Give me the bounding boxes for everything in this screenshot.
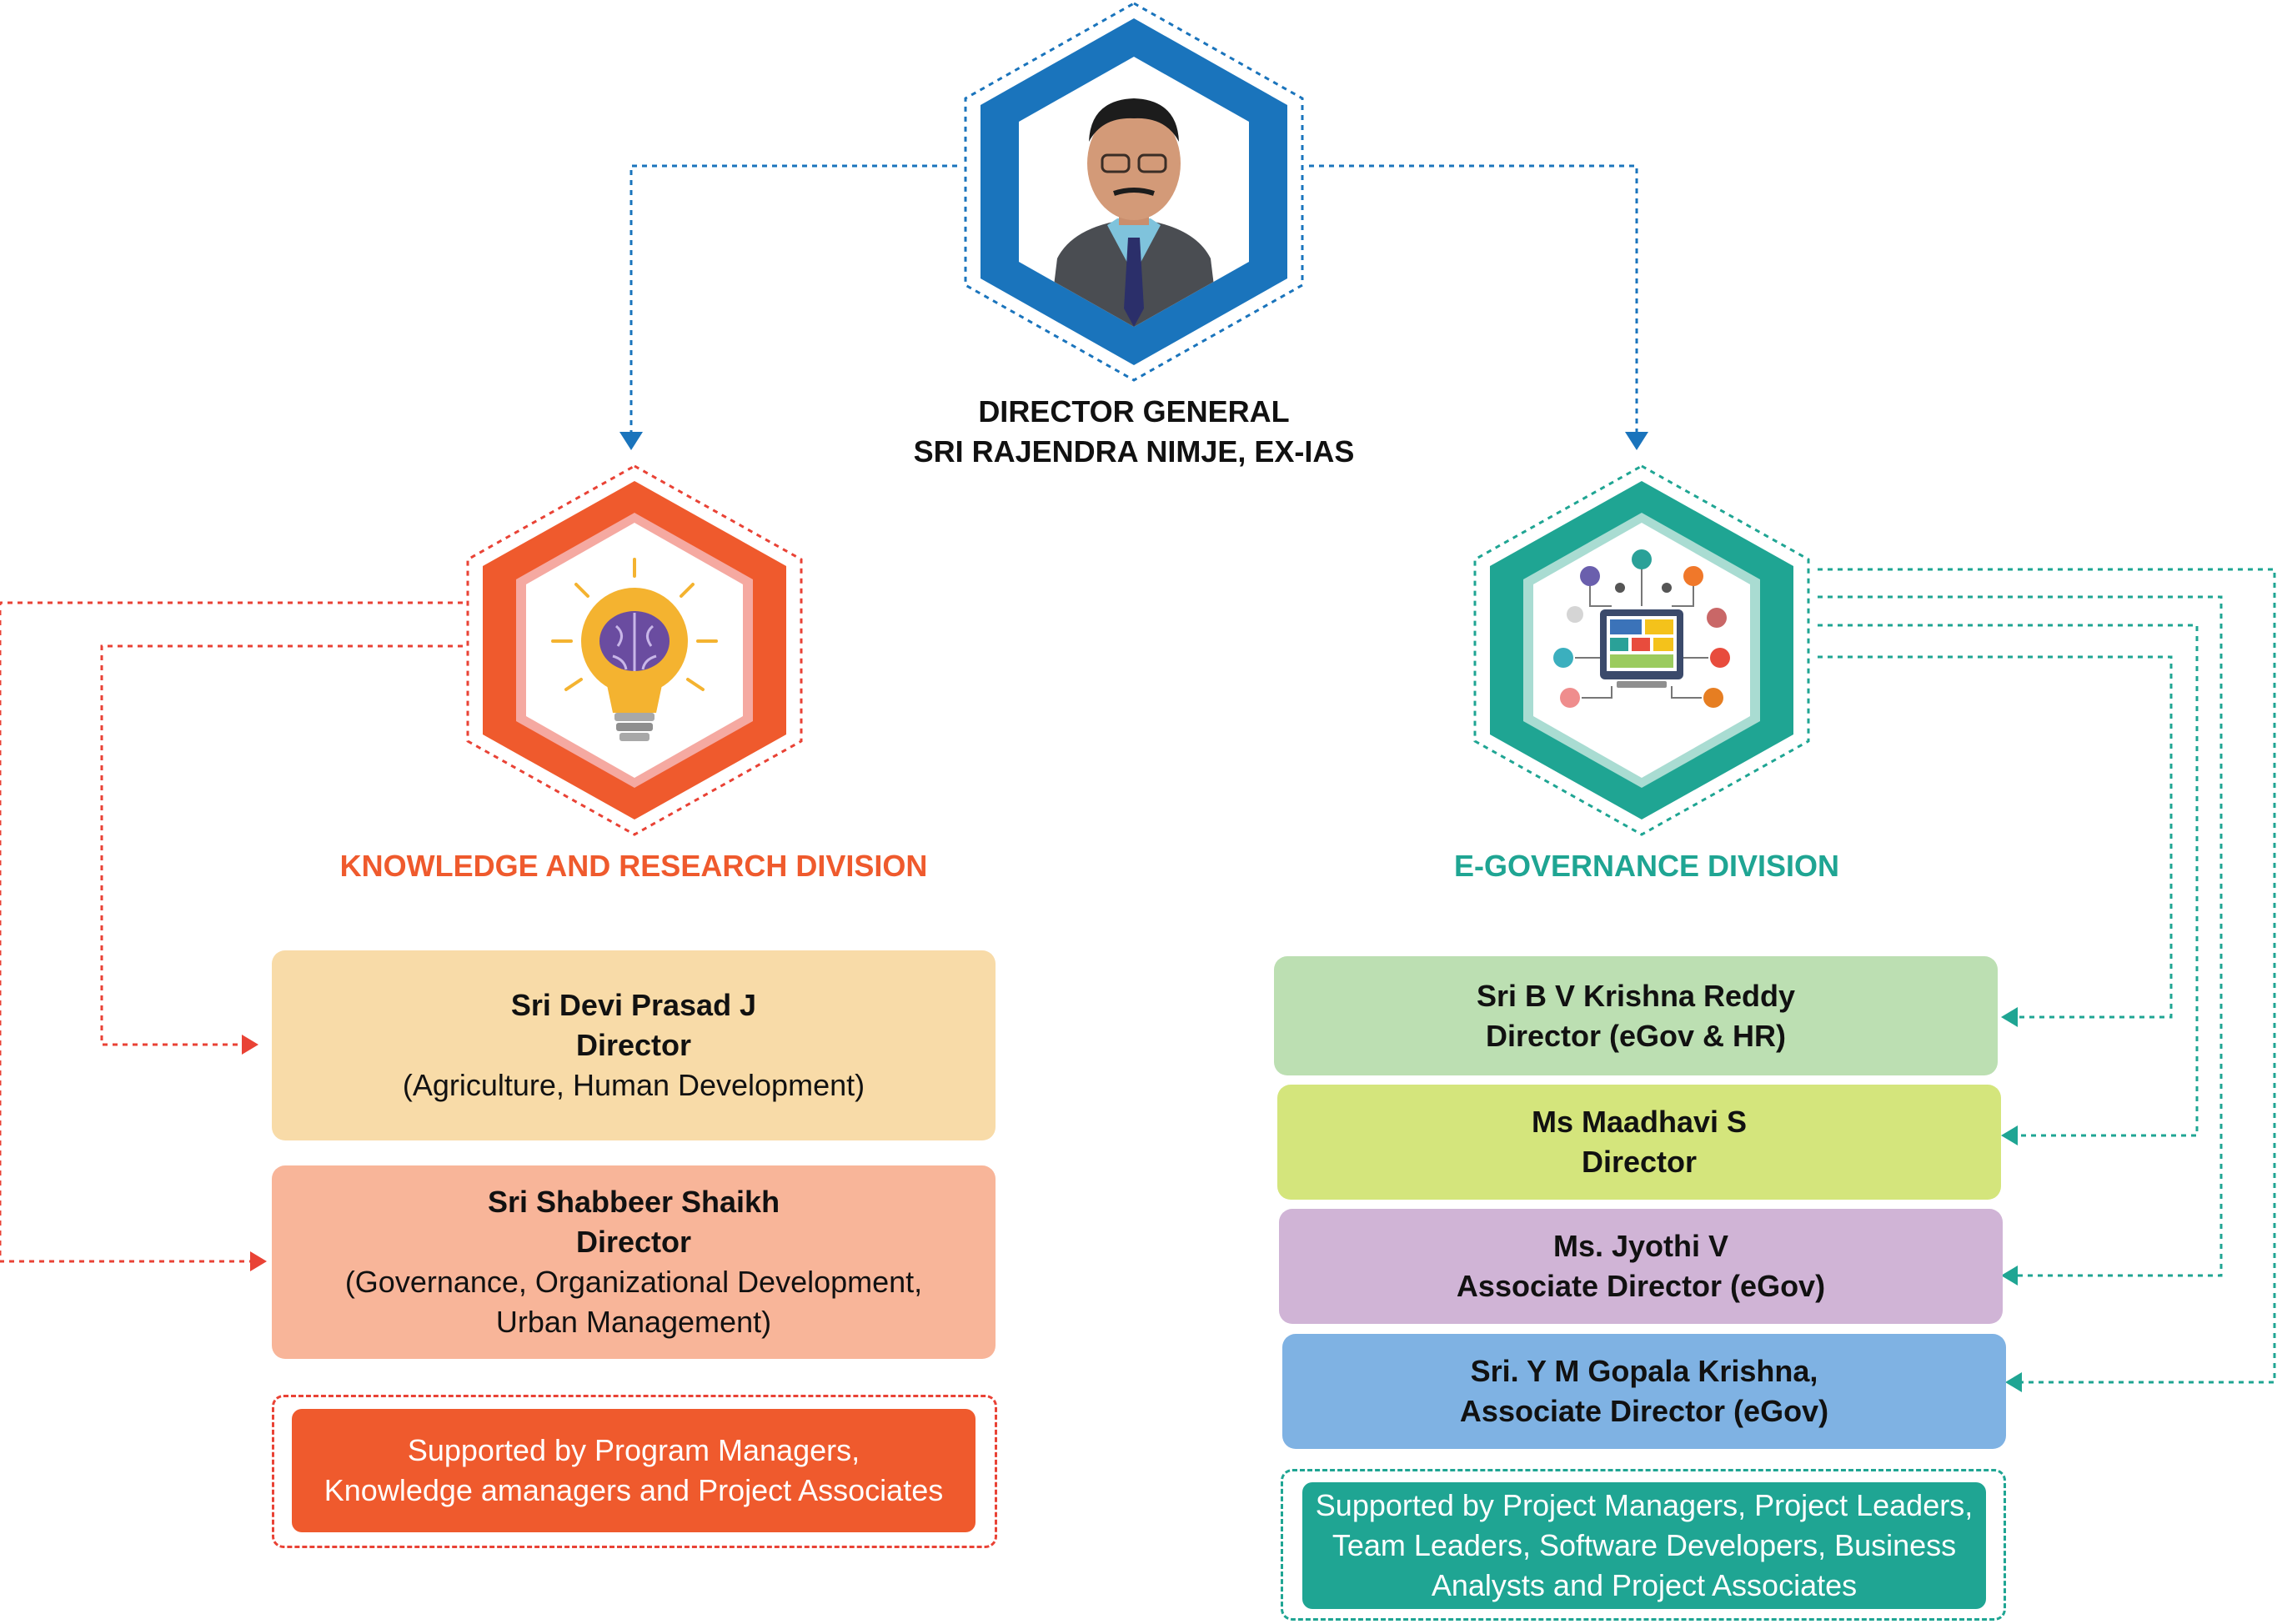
member-area-line: Urban Management) <box>495 1305 772 1339</box>
support-line: Team Leaders, Software Developers, Busin… <box>1332 1528 1957 1562</box>
connector-egov-1 <box>1818 568 2276 1384</box>
member-role: Associate Director (eGov) <box>1459 1394 1829 1428</box>
lightbulb-brain-icon <box>551 558 718 741</box>
arrow-left-icon <box>2001 1007 2018 1027</box>
connector-egov-3 <box>1818 624 2199 1137</box>
egov-division-title: E-GOVERNANCE DIVISION <box>1453 849 1840 883</box>
knowledge-support-frame <box>272 1395 997 1548</box>
knowledge-support-box: Supported by Program Managers, Knowledge… <box>292 1409 975 1532</box>
director-general-label: DIRECTOR GENERAL SRI RAJENDRA NIMJE, EX-… <box>800 392 1467 472</box>
member-name: Sri Shabbeer Shaikh <box>487 1185 780 1219</box>
member-area: (Agriculture, Human Development) <box>402 1068 865 1102</box>
knowledge-division-title: KNOWLEDGE AND RESEARCH DIVISION <box>339 849 928 883</box>
member-card-bv-krishna-reddy: Sri B V Krishna Reddy Director (eGov & H… <box>1274 956 1998 1075</box>
member-name: Sri Devi Prasad J <box>510 988 757 1022</box>
arrow-left-icon <box>2001 1125 2018 1145</box>
support-line: Knowledge amanagers and Project Associat… <box>323 1473 944 1507</box>
arrow-down-icon <box>1625 432 1648 450</box>
member-name: Sri B V Krishna Reddy <box>1476 978 1796 1013</box>
connector-egov-2 <box>1818 595 2223 1277</box>
connector-knowledge-to-devi <box>0 601 463 1263</box>
member-role: Associate Director (eGov) <box>1456 1269 1826 1303</box>
member-card-ym-gopala-krishna: Sri. Y M Gopala Krishna, Associate Direc… <box>1282 1334 2006 1449</box>
director-general-name: SRI RAJENDRA NIMJE, EX-IAS <box>913 434 1355 469</box>
support-line: Analysts and Project Associates <box>1431 1568 1858 1602</box>
arrow-left-icon <box>2001 1266 2018 1286</box>
member-role: Director <box>575 1225 692 1259</box>
member-name: Ms. Jyothi V <box>1552 1229 1729 1263</box>
egov-support-frame <box>1281 1469 2006 1621</box>
connector-dg-to-egov <box>1309 164 1638 432</box>
director-general-hexagon <box>964 2 1304 382</box>
arrow-right-icon <box>250 1251 267 1271</box>
connector-dg-to-knowledge <box>629 164 957 432</box>
member-name: Sri. Y M Gopala Krishna, <box>1470 1354 1818 1388</box>
arrow-left-icon <box>2005 1372 2022 1392</box>
arrow-down-icon <box>619 432 643 450</box>
director-general-role: DIRECTOR GENERAL <box>978 394 1290 429</box>
support-line: Supported by Project Managers, Project L… <box>1315 1488 1974 1522</box>
member-card-devi-prasad: Sri Devi Prasad J Director (Agriculture,… <box>272 950 996 1140</box>
member-card-jyothi-v: Ms. Jyothi V Associate Director (eGov) <box>1279 1209 2003 1324</box>
egov-division-hexagon <box>1473 464 1810 836</box>
knowledge-division-hexagon <box>466 464 803 836</box>
member-card-shabbeer-shaikh: Sri Shabbeer Shaikh Director (Governance… <box>272 1165 996 1359</box>
computer-network-icon <box>1553 549 1730 708</box>
member-card-maadhavi-s: Ms Maadhavi S Director <box>1277 1085 2001 1200</box>
connector-egov-4 <box>1818 655 2173 1019</box>
member-role: Director <box>575 1028 692 1062</box>
portrait-photo <box>1049 98 1219 327</box>
member-role: Director <box>1581 1145 1698 1179</box>
member-name: Ms Maadhavi S <box>1531 1105 1748 1139</box>
member-area-line: (Governance, Organizational Development, <box>344 1265 923 1299</box>
connector-knowledge-to-shabbeer <box>100 644 463 1046</box>
egov-support-box: Supported by Project Managers, Project L… <box>1302 1482 1986 1609</box>
support-line: Supported by Program Managers, <box>407 1433 860 1467</box>
arrow-right-icon <box>242 1035 258 1055</box>
member-role: Director (eGov & HR) <box>1485 1018 1787 1053</box>
